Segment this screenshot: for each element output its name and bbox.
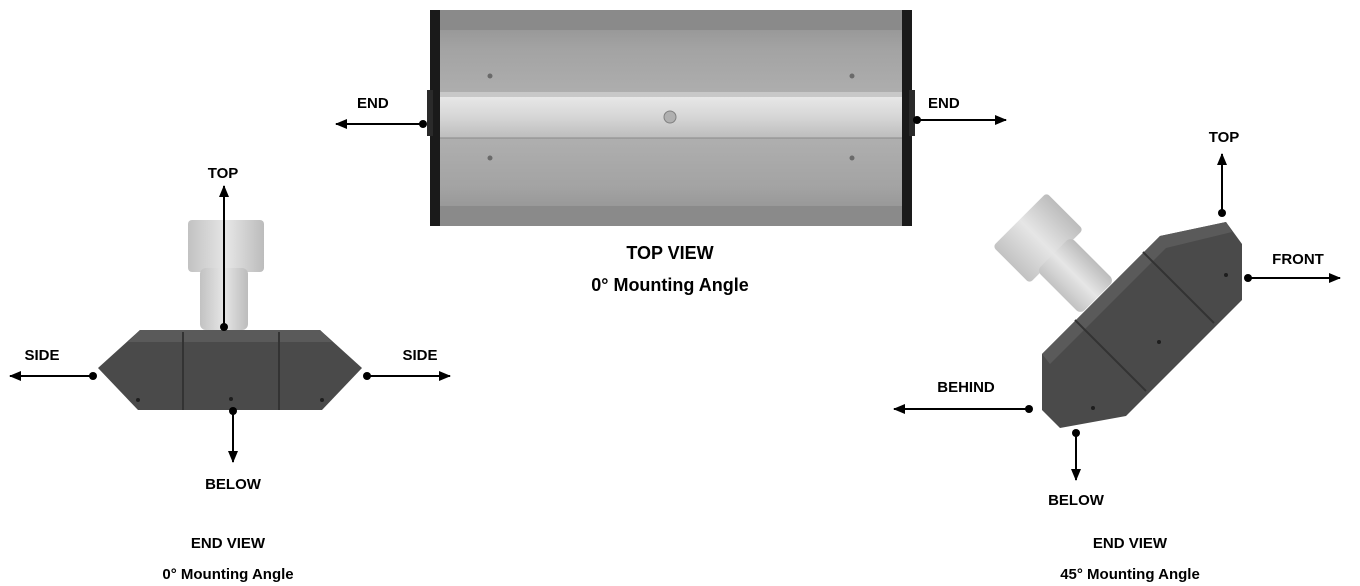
- label-top: TOP: [208, 165, 239, 182]
- label-end-left: END: [357, 95, 389, 112]
- screw: [229, 397, 233, 401]
- center-bolt: [663, 110, 677, 124]
- end-cap-left: [430, 10, 440, 226]
- end-cap-right-clip: [909, 90, 915, 136]
- caption-top-view-angle: 0° Mounting Angle: [591, 275, 749, 295]
- screw: [320, 398, 324, 402]
- heater-body: [1042, 222, 1242, 428]
- heater-body-top-ridge: [1042, 222, 1232, 364]
- arrow-origin-dot: [419, 120, 427, 128]
- top-view-heater: [427, 10, 915, 226]
- caption-end-view-45-title: END VIEW: [1093, 535, 1168, 552]
- screw: [849, 73, 855, 79]
- screw: [487, 155, 493, 161]
- label-side-left: SIDE: [24, 347, 59, 364]
- arrow-origin-dot: [89, 372, 97, 380]
- screw: [1157, 340, 1161, 344]
- screw: [1224, 273, 1228, 277]
- end-view-45-heater: [994, 194, 1242, 428]
- screw: [136, 398, 140, 402]
- arrow-origin-dot: [1218, 209, 1226, 217]
- arrow-origin-dot: [229, 407, 237, 415]
- arrow-origin-dot: [363, 372, 371, 380]
- label-front: FRONT: [1272, 251, 1324, 268]
- arrow-origin-dot: [1244, 274, 1252, 282]
- end-view-0-arrows: [9, 185, 451, 463]
- label-below: BELOW: [1048, 492, 1105, 509]
- caption-top-view-title: TOP VIEW: [626, 243, 713, 263]
- bracket-45: [994, 194, 1112, 312]
- body-seam: [1074, 319, 1147, 392]
- screw: [1091, 406, 1095, 410]
- arrow-origin-dot: [1072, 429, 1080, 437]
- arrow-origin-dot: [913, 116, 921, 124]
- heater-body: [98, 330, 362, 410]
- top-view-arrows: [335, 115, 1007, 129]
- bracket-plate: [188, 220, 264, 272]
- end-view-0-heater: [98, 220, 362, 410]
- caption-end-view-0-title: END VIEW: [191, 535, 266, 552]
- bracket-plate: [994, 194, 1082, 282]
- heater-top-edge: [438, 10, 904, 30]
- end-view-45-arrows: [893, 153, 1341, 481]
- label-side-right: SIDE: [402, 347, 437, 364]
- label-below: BELOW: [205, 476, 262, 493]
- heater-bottom-edge: [438, 206, 904, 226]
- screw: [849, 155, 855, 161]
- body-seam: [1142, 251, 1215, 324]
- heater-body-top-ridge: [128, 330, 332, 342]
- end-cap-left-clip: [427, 90, 433, 136]
- end-cap-right: [902, 10, 912, 226]
- mounting-bar-lip: [438, 92, 904, 97]
- arrow-origin-dot: [1025, 405, 1033, 413]
- label-behind: BEHIND: [937, 379, 995, 396]
- label-top: TOP: [1209, 129, 1240, 146]
- bracket-arm: [1039, 239, 1112, 312]
- screw: [487, 73, 493, 79]
- arrow-origin-dot: [220, 323, 228, 331]
- label-end-right: END: [928, 95, 960, 112]
- caption-end-view-0-angle: 0° Mounting Angle: [162, 566, 293, 583]
- caption-end-view-45-angle: 45° Mounting Angle: [1060, 566, 1200, 583]
